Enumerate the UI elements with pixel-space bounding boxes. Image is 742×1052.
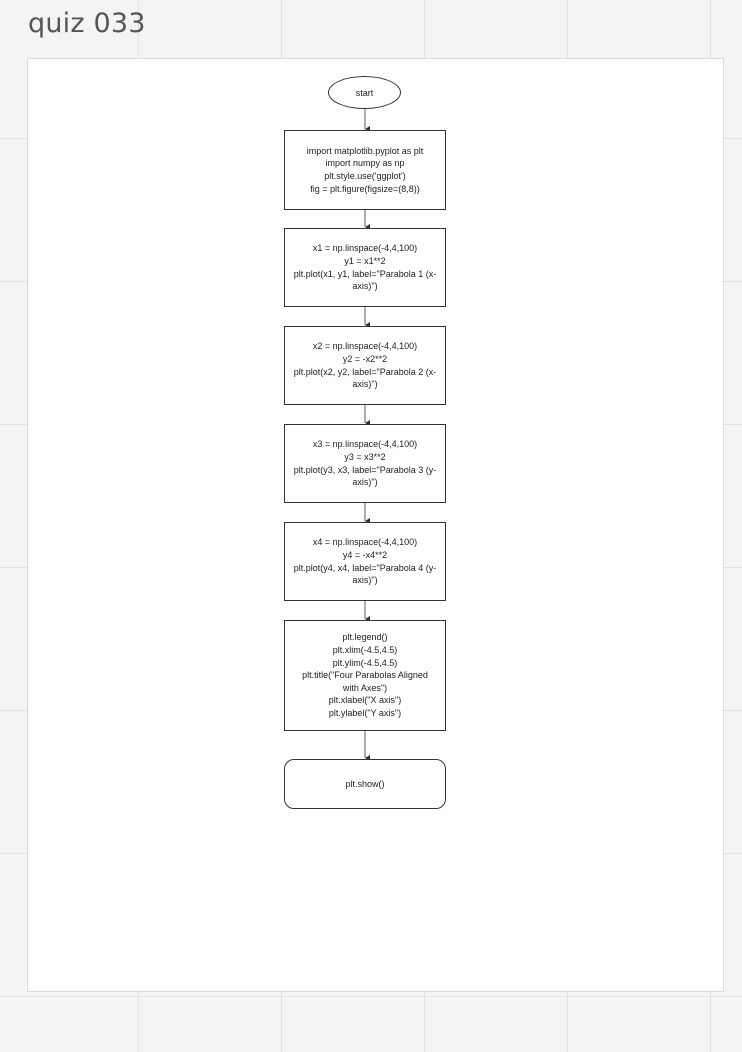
step-line: axis)") <box>352 281 378 292</box>
step-line: import numpy as np <box>325 158 405 169</box>
flowchart-step-parabola-4[interactable]: x4 = np.linspace(-4,4,100) y4 = -x4**2 p… <box>284 522 446 601</box>
step-line: with Axes") <box>342 682 388 693</box>
step-line: import matplotlib.pyplot as plt <box>306 145 424 156</box>
flowchart-step-parabola-2[interactable]: x2 = np.linspace(-4,4,100) y2 = -x2**2 p… <box>284 326 446 405</box>
flowchart-step-imports[interactable]: import matplotlib.pyplot as plt import n… <box>284 130 446 210</box>
step-line: y2 = -x2**2 <box>342 353 388 364</box>
step-line: plt.legend() <box>342 632 388 643</box>
step-line: y3 = x3**2 <box>344 451 386 462</box>
step-line: plt.title("Four Parabolas Aligned <box>302 670 428 681</box>
step-line: plt.style.use('ggplot') <box>324 171 406 181</box>
step-line: plt.plot(y4, x4, label="Parabola 4 (y- <box>293 562 437 573</box>
step-line: y1 = x1**2 <box>344 255 386 266</box>
step-line: x1 = np.linspace(-4,4,100) <box>312 243 418 254</box>
page-title: quiz 033 <box>28 8 146 39</box>
step-line: x4 = np.linspace(-4,4,100) <box>312 537 418 548</box>
step-line: plt.plot(x1, y1, label="Parabola 1 (x- <box>293 268 437 279</box>
step-line: x2 = np.linspace(-4,4,100) <box>312 341 418 352</box>
step-line: plt.plot(y3, x3, label="Parabola 3 (y- <box>293 464 437 475</box>
flowchart-step-plot-settings[interactable]: plt.legend() plt.xlim(-4.5,4.5) plt.ylim… <box>284 620 446 731</box>
start-node-label: start <box>355 87 374 98</box>
step-line: axis)") <box>352 575 378 586</box>
step-line: x3 = np.linspace(-4,4,100) <box>312 439 418 450</box>
step-line: y4 = -x4**2 <box>342 549 388 560</box>
step-line: plt.plot(x2, y2, label="Parabola 2 (x- <box>293 366 437 377</box>
step-line: axis)") <box>352 379 378 390</box>
step-line: axis)") <box>352 477 378 488</box>
step-line: plt.xlim(-4.5,4.5) <box>332 645 398 656</box>
step-line: fig = plt.figure(figsize=(8,8)) <box>310 183 420 194</box>
end-node-label: plt.show() <box>345 778 385 789</box>
flowchart-end-node[interactable]: plt.show() <box>284 759 446 809</box>
flowchart-start-node[interactable]: start <box>328 76 401 109</box>
flowchart-step-parabola-3[interactable]: x3 = np.linspace(-4,4,100) y3 = x3**2 pl… <box>284 424 446 503</box>
step-line: plt.ylabel("Y axis") <box>328 707 402 718</box>
step-line: plt.xlabel("X axis") <box>328 695 402 706</box>
flowchart-step-parabola-1[interactable]: x1 = np.linspace(-4,4,100) y1 = x1**2 pl… <box>284 228 446 307</box>
step-line: plt.ylim(-4.5,4.5) <box>332 657 398 668</box>
